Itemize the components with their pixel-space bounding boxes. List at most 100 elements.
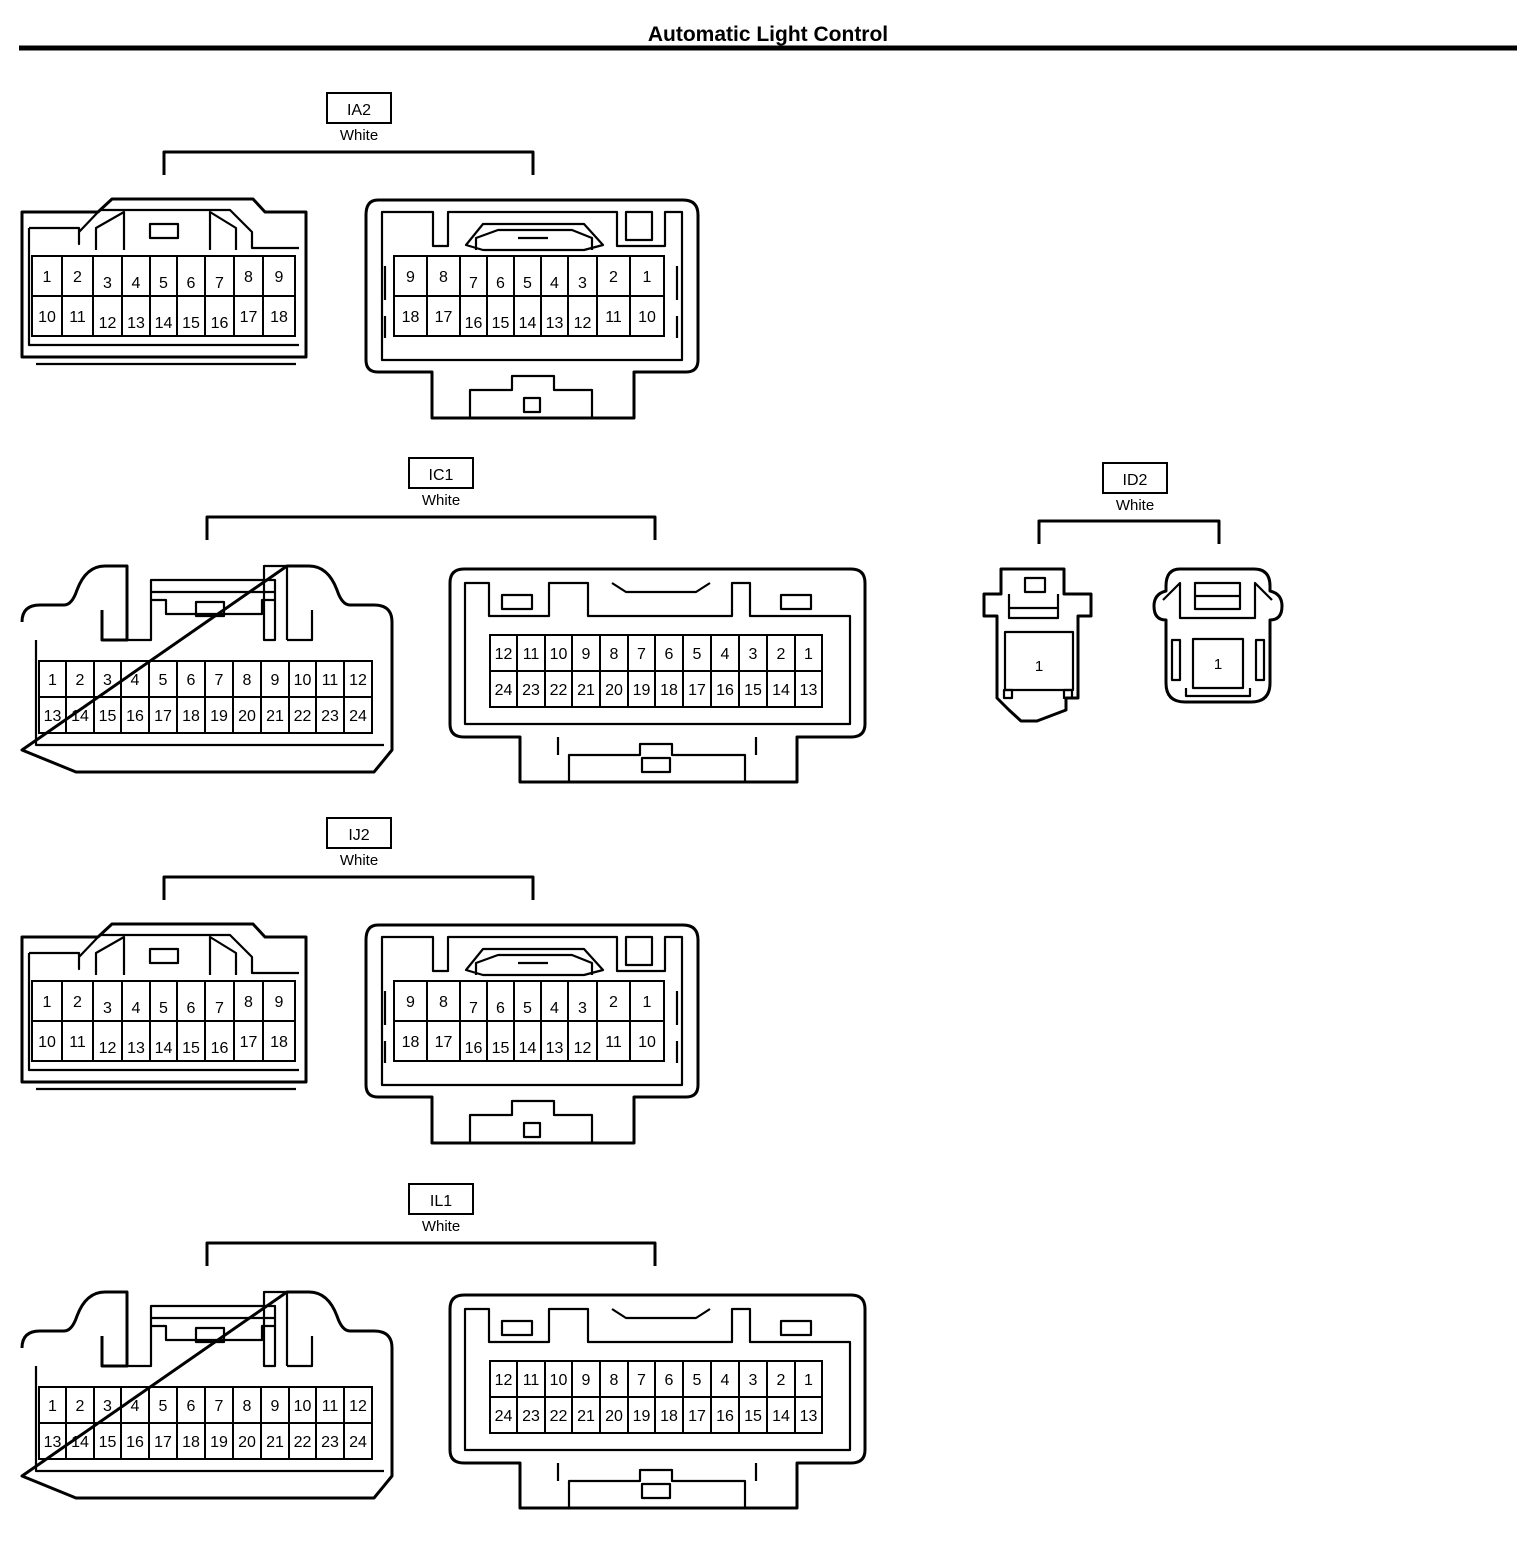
pin-label: 6 (187, 1000, 196, 1017)
pin-label: 16 (211, 315, 229, 332)
connector-outline (364, 923, 700, 1145)
connector-outline (364, 198, 700, 420)
pin-label: 9 (582, 646, 591, 663)
pin-label: 2 (777, 646, 786, 663)
connector-outline (27, 953, 299, 1072)
pin-label: 12 (349, 672, 367, 689)
pin-label: 15 (99, 1434, 117, 1451)
pin-label: 8 (243, 672, 252, 689)
pin-label: 17 (240, 1034, 258, 1051)
pin-label: 24 (349, 1434, 367, 1451)
latch-tab (640, 756, 672, 774)
connector-outline (34, 1366, 384, 1473)
pin-label: 8 (244, 269, 253, 286)
pin-label: 3 (103, 1000, 112, 1017)
pin-label: 2 (73, 994, 82, 1011)
pin-cell (1191, 637, 1245, 690)
pin-label: 1 (643, 269, 652, 286)
connector-code: ID2 (1123, 472, 1148, 489)
pin-label: 11 (322, 1398, 339, 1415)
female-connector: 1 (1152, 567, 1284, 704)
latch-tab (1023, 576, 1047, 594)
latch-tab (522, 1121, 542, 1139)
pin-label: 21 (577, 682, 595, 699)
pin-label: 13 (546, 315, 564, 332)
connector-outline (20, 922, 308, 1084)
pin-label: 13 (127, 1040, 145, 1057)
pin-label: 10 (638, 309, 656, 326)
pin-label: 17 (688, 682, 706, 699)
pin-label: 13 (546, 1040, 564, 1057)
connector-outline (556, 737, 758, 755)
pin-label: 19 (633, 1408, 651, 1425)
pin-label: 4 (132, 1000, 141, 1017)
pin-label: 1 (804, 646, 813, 663)
connector-outline (29, 933, 299, 975)
pin-label: 3 (578, 1000, 587, 1017)
pin-label: 4 (131, 672, 140, 689)
pin-label: 12 (99, 315, 117, 332)
latch-tab (194, 600, 226, 618)
pin-label: 2 (777, 1372, 786, 1389)
connector-outline (34, 640, 384, 747)
pin-label: 18 (660, 682, 678, 699)
pin-label: 2 (76, 672, 85, 689)
pin-label: 14 (71, 1434, 89, 1451)
connector-code: IA2 (347, 102, 371, 119)
connector-outline (94, 210, 238, 250)
connector-color: White (422, 1218, 460, 1235)
pin-label: 9 (271, 672, 280, 689)
connector-outline (20, 197, 308, 359)
pin-label: 10 (294, 1398, 312, 1415)
pin-label: 18 (660, 1408, 678, 1425)
pin-label: 4 (550, 275, 559, 292)
connector-outline (1152, 567, 1284, 704)
latch-tab (640, 1482, 672, 1500)
pin-label: 8 (439, 269, 448, 286)
pin-label: 14 (519, 1040, 537, 1057)
pin-label: 15 (744, 682, 762, 699)
pin-label: 6 (665, 646, 674, 663)
pin-label: 5 (693, 646, 702, 663)
key-slot (624, 935, 654, 967)
pin-label: 2 (609, 269, 618, 286)
connector-code-box (408, 457, 474, 489)
pin-label: 18 (270, 1034, 288, 1051)
pin-label: 1 (48, 1398, 57, 1415)
pin-label: 8 (243, 1398, 252, 1415)
connector-outline (474, 228, 594, 250)
pin-label: 20 (605, 1408, 623, 1425)
pin-label: 11 (322, 672, 339, 689)
pin-label: 9 (271, 1398, 280, 1415)
pin-label: 9 (406, 994, 415, 1011)
pin-label: 14 (71, 708, 89, 725)
connector-outline (383, 266, 679, 338)
connector-color: White (340, 127, 378, 144)
pin-label: 4 (131, 1398, 140, 1415)
pin-label: 18 (402, 309, 420, 326)
connector-outline (611, 1308, 711, 1320)
key-slot (779, 1319, 813, 1337)
pin-label: 1 (643, 994, 652, 1011)
pin-label: 5 (523, 275, 532, 292)
pin-label: 17 (435, 1034, 453, 1051)
corner-tab (1002, 688, 1014, 700)
connector-bracket (162, 150, 535, 175)
pin-label: 23 (321, 1434, 339, 1451)
connector-code: IC1 (429, 467, 454, 484)
connector-outline (380, 210, 684, 362)
key-slot (500, 1319, 534, 1337)
pin-label: 11 (605, 309, 622, 326)
pin-label: 16 (465, 1040, 483, 1057)
key-slot (500, 593, 534, 611)
